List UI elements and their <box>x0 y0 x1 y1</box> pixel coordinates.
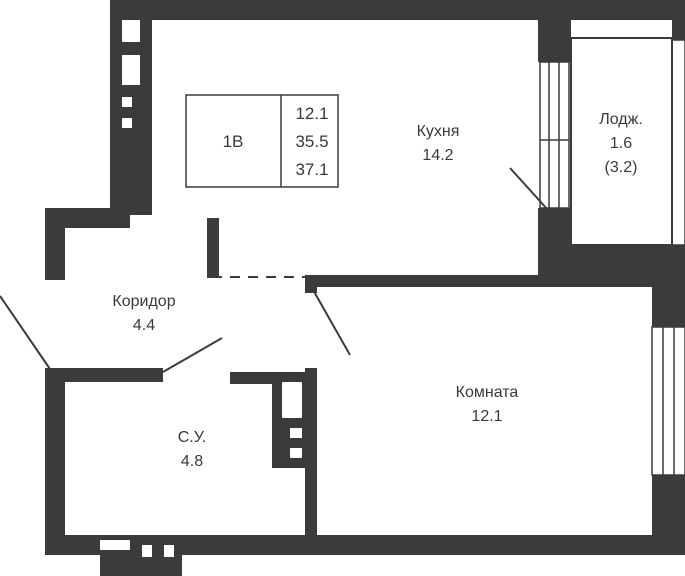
loggia-area: 1.6 <box>610 135 632 152</box>
vent-4 <box>122 118 132 128</box>
wall-kitchen-right <box>538 0 571 62</box>
unit-type: 1В <box>223 132 244 151</box>
doors <box>0 167 549 373</box>
kitchen-area: 14.2 <box>422 147 453 164</box>
wall-corridor-left-stub <box>45 208 65 280</box>
loggia-name: Лодж. <box>599 111 643 128</box>
room-area: 12.1 <box>471 408 502 425</box>
shaft-inner-2 <box>290 428 302 438</box>
nib-cut <box>100 540 130 550</box>
wall-room-right-upper <box>652 275 685 327</box>
door-room <box>311 287 351 356</box>
unit-info-frame <box>185 94 339 188</box>
nib-vent-2 <box>164 545 174 557</box>
unit-info-box: 1В 12.1 35.5 37.1 <box>185 94 339 188</box>
vent-2 <box>122 55 140 85</box>
unit-area-living: 12.1 <box>295 104 328 123</box>
wall-corridor-top-left <box>45 208 130 228</box>
shaft-inner-3 <box>290 448 302 458</box>
shaft-inner-1 <box>282 382 302 418</box>
wall-kitchen-room <box>305 275 685 287</box>
nib-vent-1 <box>142 545 152 557</box>
window-room <box>651 326 685 476</box>
wall-bathroom-top-left <box>45 368 163 382</box>
door-kitchen-loggia <box>509 167 549 211</box>
wall-room-door-stub <box>305 275 317 293</box>
room-name: Комната <box>456 384 519 401</box>
wall-details <box>100 20 302 557</box>
vent-3 <box>122 97 132 107</box>
room-labels: Кухня 14.2 Лодж. 1.6 (3.2) Коридор 4.4 С… <box>112 111 642 470</box>
unit-area-with-loggia: 37.1 <box>295 160 328 179</box>
corridor-name: Коридор <box>112 293 175 310</box>
windows <box>539 39 685 476</box>
unit-area-total: 35.5 <box>295 132 328 151</box>
wall-bottom <box>45 535 685 555</box>
kitchen-name: Кухня <box>417 123 460 140</box>
walls <box>45 0 685 576</box>
window-loggia <box>671 39 685 246</box>
vent-1 <box>122 20 140 42</box>
wall-corridor-top-right <box>207 218 219 278</box>
bathroom-name: С.У. <box>178 429 206 446</box>
window-kitchen-loggia <box>539 61 570 209</box>
door-entrance <box>0 295 53 373</box>
corridor-area: 4.4 <box>133 317 155 334</box>
bathroom-area: 4.8 <box>181 453 203 470</box>
loggia-area-alt: (3.2) <box>605 159 638 176</box>
loggia-outline <box>570 37 673 246</box>
wall-top <box>110 0 685 20</box>
door-bathroom <box>162 337 223 373</box>
wall-bathroom-left <box>45 368 65 555</box>
